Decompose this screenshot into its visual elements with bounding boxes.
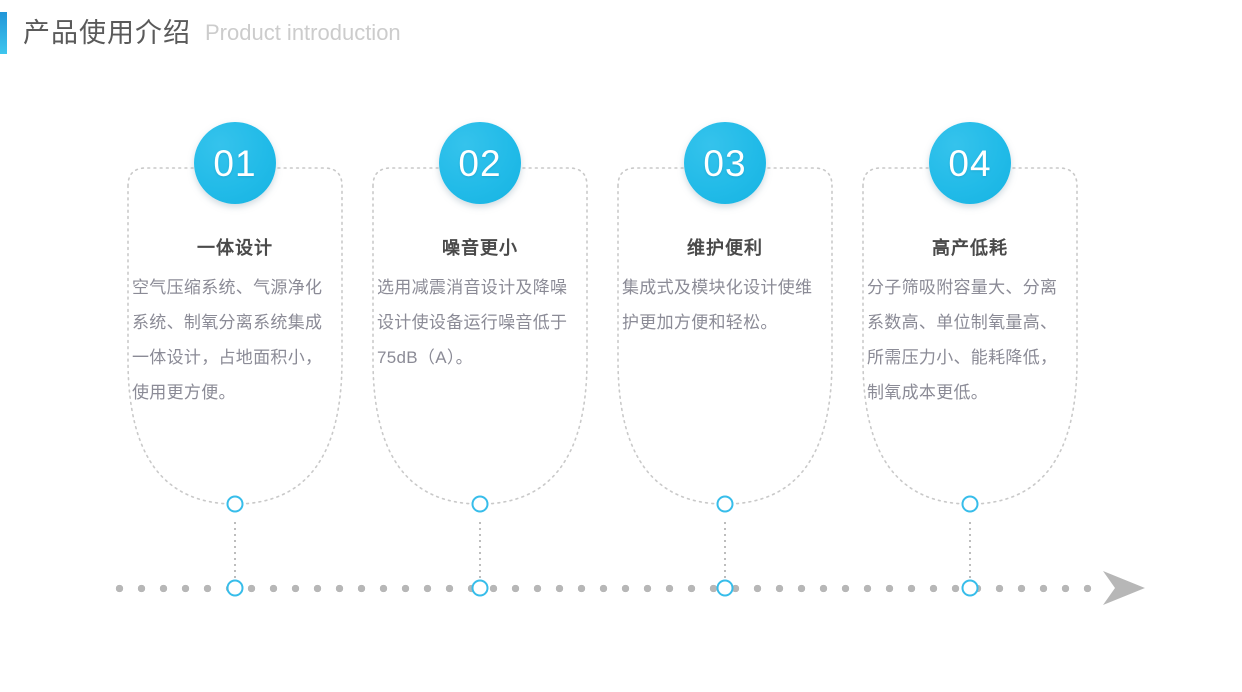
feature-card-4[interactable]: 04 高产低耗 分子筛吸附容量大、分离系数高、单位制氧量高、所需压力小、能耗降低…	[855, 122, 1085, 513]
card-heading-2: 噪音更小	[442, 238, 518, 258]
feature-card-3[interactable]: 03 维护便利 集成式及模块化设计使维护更加方便和轻松。	[610, 122, 840, 513]
vertical-connector-2	[479, 522, 481, 580]
card-tip-ring-1	[226, 495, 244, 513]
timeline-marker-1[interactable]	[226, 579, 244, 597]
card-heading-3: 维护便利	[687, 238, 763, 258]
page-header: 产品使用介绍 Product introduction	[0, 12, 401, 54]
card-heading-4: 高产低耗	[932, 238, 1008, 258]
timeline-marker-3[interactable]	[716, 579, 734, 597]
card-number-text: 04	[948, 142, 992, 184]
arrow-right-icon	[1103, 571, 1145, 605]
card-tip-ring-3	[716, 495, 734, 513]
card-number-badge-4: 04	[929, 122, 1011, 204]
card-tip-ring-4	[961, 495, 979, 513]
card-number-badge-2: 02	[439, 122, 521, 204]
card-number-badge-3: 03	[684, 122, 766, 204]
timeline-marker-2[interactable]	[471, 579, 489, 597]
vertical-connector-1	[234, 522, 236, 580]
card-heading-1: 一体设计	[197, 238, 273, 258]
timeline-marker-4[interactable]	[961, 579, 979, 597]
card-body-4: 分子筛吸附容量大、分离系数高、单位制氧量高、所需压力小、能耗降低，制氧成本更低。	[867, 278, 1058, 402]
vertical-connector-3	[724, 522, 726, 580]
card-body-3: 集成式及模块化设计使维护更加方便和轻松。	[622, 278, 813, 332]
accent-bar	[0, 12, 7, 54]
card-number-text: 03	[703, 142, 747, 184]
timeline-track	[115, 584, 1105, 593]
feature-card-2[interactable]: 02 噪音更小 选用减震消音设计及降噪设计使设备运行噪音低于75dB（A）。	[365, 122, 595, 513]
card-tip-ring-2	[471, 495, 489, 513]
card-number-text: 01	[213, 142, 257, 184]
card-body-2: 选用减震消音设计及降噪设计使设备运行噪音低于75dB（A）。	[377, 278, 568, 367]
card-number-badge-1: 01	[194, 122, 276, 204]
page-subtitle: Product introduction	[205, 20, 401, 45]
page-title: 产品使用介绍	[23, 17, 191, 48]
feature-card-1[interactable]: 01 一体设计 空气压缩系统、气源净化系统、制氧分离系统集成一体设计，占地面积小…	[120, 122, 350, 513]
card-body-1: 空气压缩系统、气源净化系统、制氧分离系统集成一体设计，占地面积小，使用更方便。	[132, 278, 323, 402]
card-number-text: 02	[458, 142, 502, 184]
vertical-connector-4	[969, 522, 971, 580]
